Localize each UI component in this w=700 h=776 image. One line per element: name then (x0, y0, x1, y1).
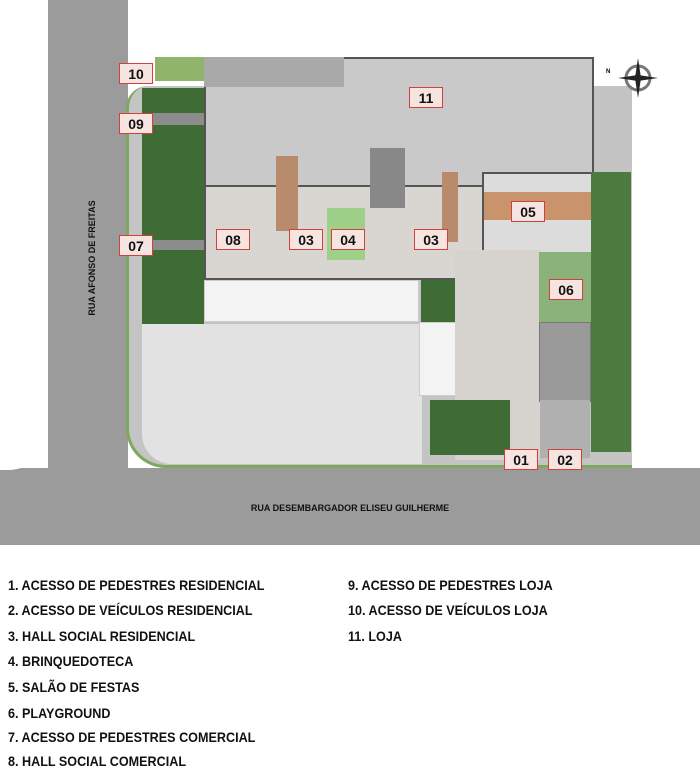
legend-item: 11. LOJA (348, 628, 402, 644)
tag-10: 10 (119, 63, 153, 84)
tag-04: 04 (331, 229, 365, 250)
street-name-horizontal: RUA DESEMBARGADOR ELISEU GUILHERME (250, 503, 450, 513)
legend-item: 10. ACESSO DE VEÍCULOS LOJA (348, 602, 548, 618)
stairs (370, 148, 405, 208)
vehicle-entry (540, 400, 590, 458)
street-name-vertical: RUA AFONSO DE FREITAS (87, 200, 97, 316)
tag-08: 08 (216, 229, 250, 250)
tag-09: 09 (119, 113, 153, 134)
legend-item: 7. ACESSO DE PEDESTRES COMERCIAL (8, 729, 256, 745)
compass-icon (618, 58, 658, 98)
pergola (204, 280, 419, 322)
compass-north-label: N (606, 69, 611, 75)
corner-curb (128, 545, 188, 575)
palm-garden (421, 280, 455, 322)
garden-right (591, 172, 631, 452)
legend-item: 6. PLAYGROUND (8, 705, 111, 721)
garden-bottom (430, 400, 510, 455)
tag-05: 05 (511, 201, 545, 222)
pedestrian-path (142, 240, 204, 250)
horizontal-street (0, 468, 700, 545)
garage-ramp (539, 322, 591, 402)
tag-06: 06 (549, 279, 583, 300)
legend-item: 3. HALL SOCIAL RESIDENCIAL (8, 628, 196, 644)
vertical-street (48, 0, 128, 545)
corner-curb (0, 0, 48, 470)
top-blank (128, 0, 700, 56)
hall-wood (442, 172, 458, 242)
legend-item: 8. HALL SOCIAL COMERCIAL (8, 753, 187, 769)
pedestrian-path (142, 113, 204, 125)
tag-03-left: 03 (289, 229, 323, 250)
tag-07: 07 (119, 235, 153, 256)
legend-item: 5. SALÃO DE FESTAS (8, 679, 140, 695)
tag-01: 01 (504, 449, 538, 470)
legend-item: 9. ACESSO DE PEDESTRES LOJA (348, 577, 553, 593)
tag-02: 02 (548, 449, 582, 470)
legend-item: 2. ACESSO DE VEÍCULOS RESIDENCIAL (8, 602, 253, 618)
legend-item: 1. ACESSO DE PEDESTRES RESIDENCIAL (8, 577, 265, 593)
legend-item: 4. BRINQUEDOTECA (8, 653, 134, 669)
tag-11: 11 (409, 87, 443, 108)
store-ramp (204, 57, 344, 87)
vehicle-ramp (155, 57, 205, 81)
hall-wood (276, 156, 298, 231)
parking-area (142, 324, 422, 464)
tag-03-right: 03 (414, 229, 448, 250)
